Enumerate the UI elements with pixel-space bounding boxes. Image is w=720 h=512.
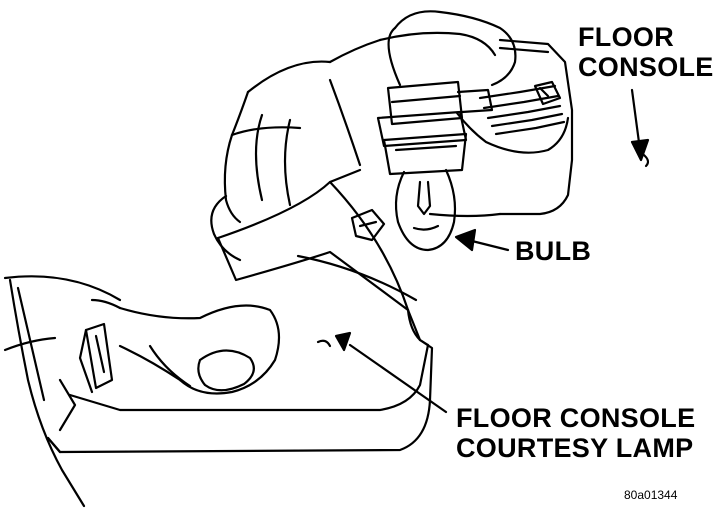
floor-console-label-line-1: FLOOR xyxy=(578,22,674,52)
bulb-arrow xyxy=(454,228,510,252)
bulb xyxy=(394,168,457,252)
lamp-bezel xyxy=(46,343,430,454)
floor-console-arrow xyxy=(630,88,650,168)
lower-hand xyxy=(3,275,281,395)
trim-panel xyxy=(8,278,86,508)
figure-id: 80a01344 xyxy=(624,488,678,502)
bulb-label: BULB xyxy=(515,236,592,266)
courtesy-lamp-housing xyxy=(46,168,434,454)
floor-console-body xyxy=(428,38,574,218)
bulb-socket xyxy=(376,80,494,176)
courtesy-lamp-label-line-2: COURTESY LAMP xyxy=(456,433,694,463)
courtesy-lamp-label-line-1: FLOOR CONSOLE xyxy=(456,403,696,433)
socket-clip xyxy=(350,208,386,242)
upper-hand xyxy=(210,10,517,262)
courtesy-lamp-label: FLOOR CONSOLE COURTESY LAMP xyxy=(456,403,695,463)
floor-console-label-line-2: CONSOLE xyxy=(578,52,714,82)
retaining-tab xyxy=(78,322,114,394)
floor-console-label: FLOOR CONSOLE xyxy=(578,22,714,82)
lamp-arrow xyxy=(334,331,448,414)
